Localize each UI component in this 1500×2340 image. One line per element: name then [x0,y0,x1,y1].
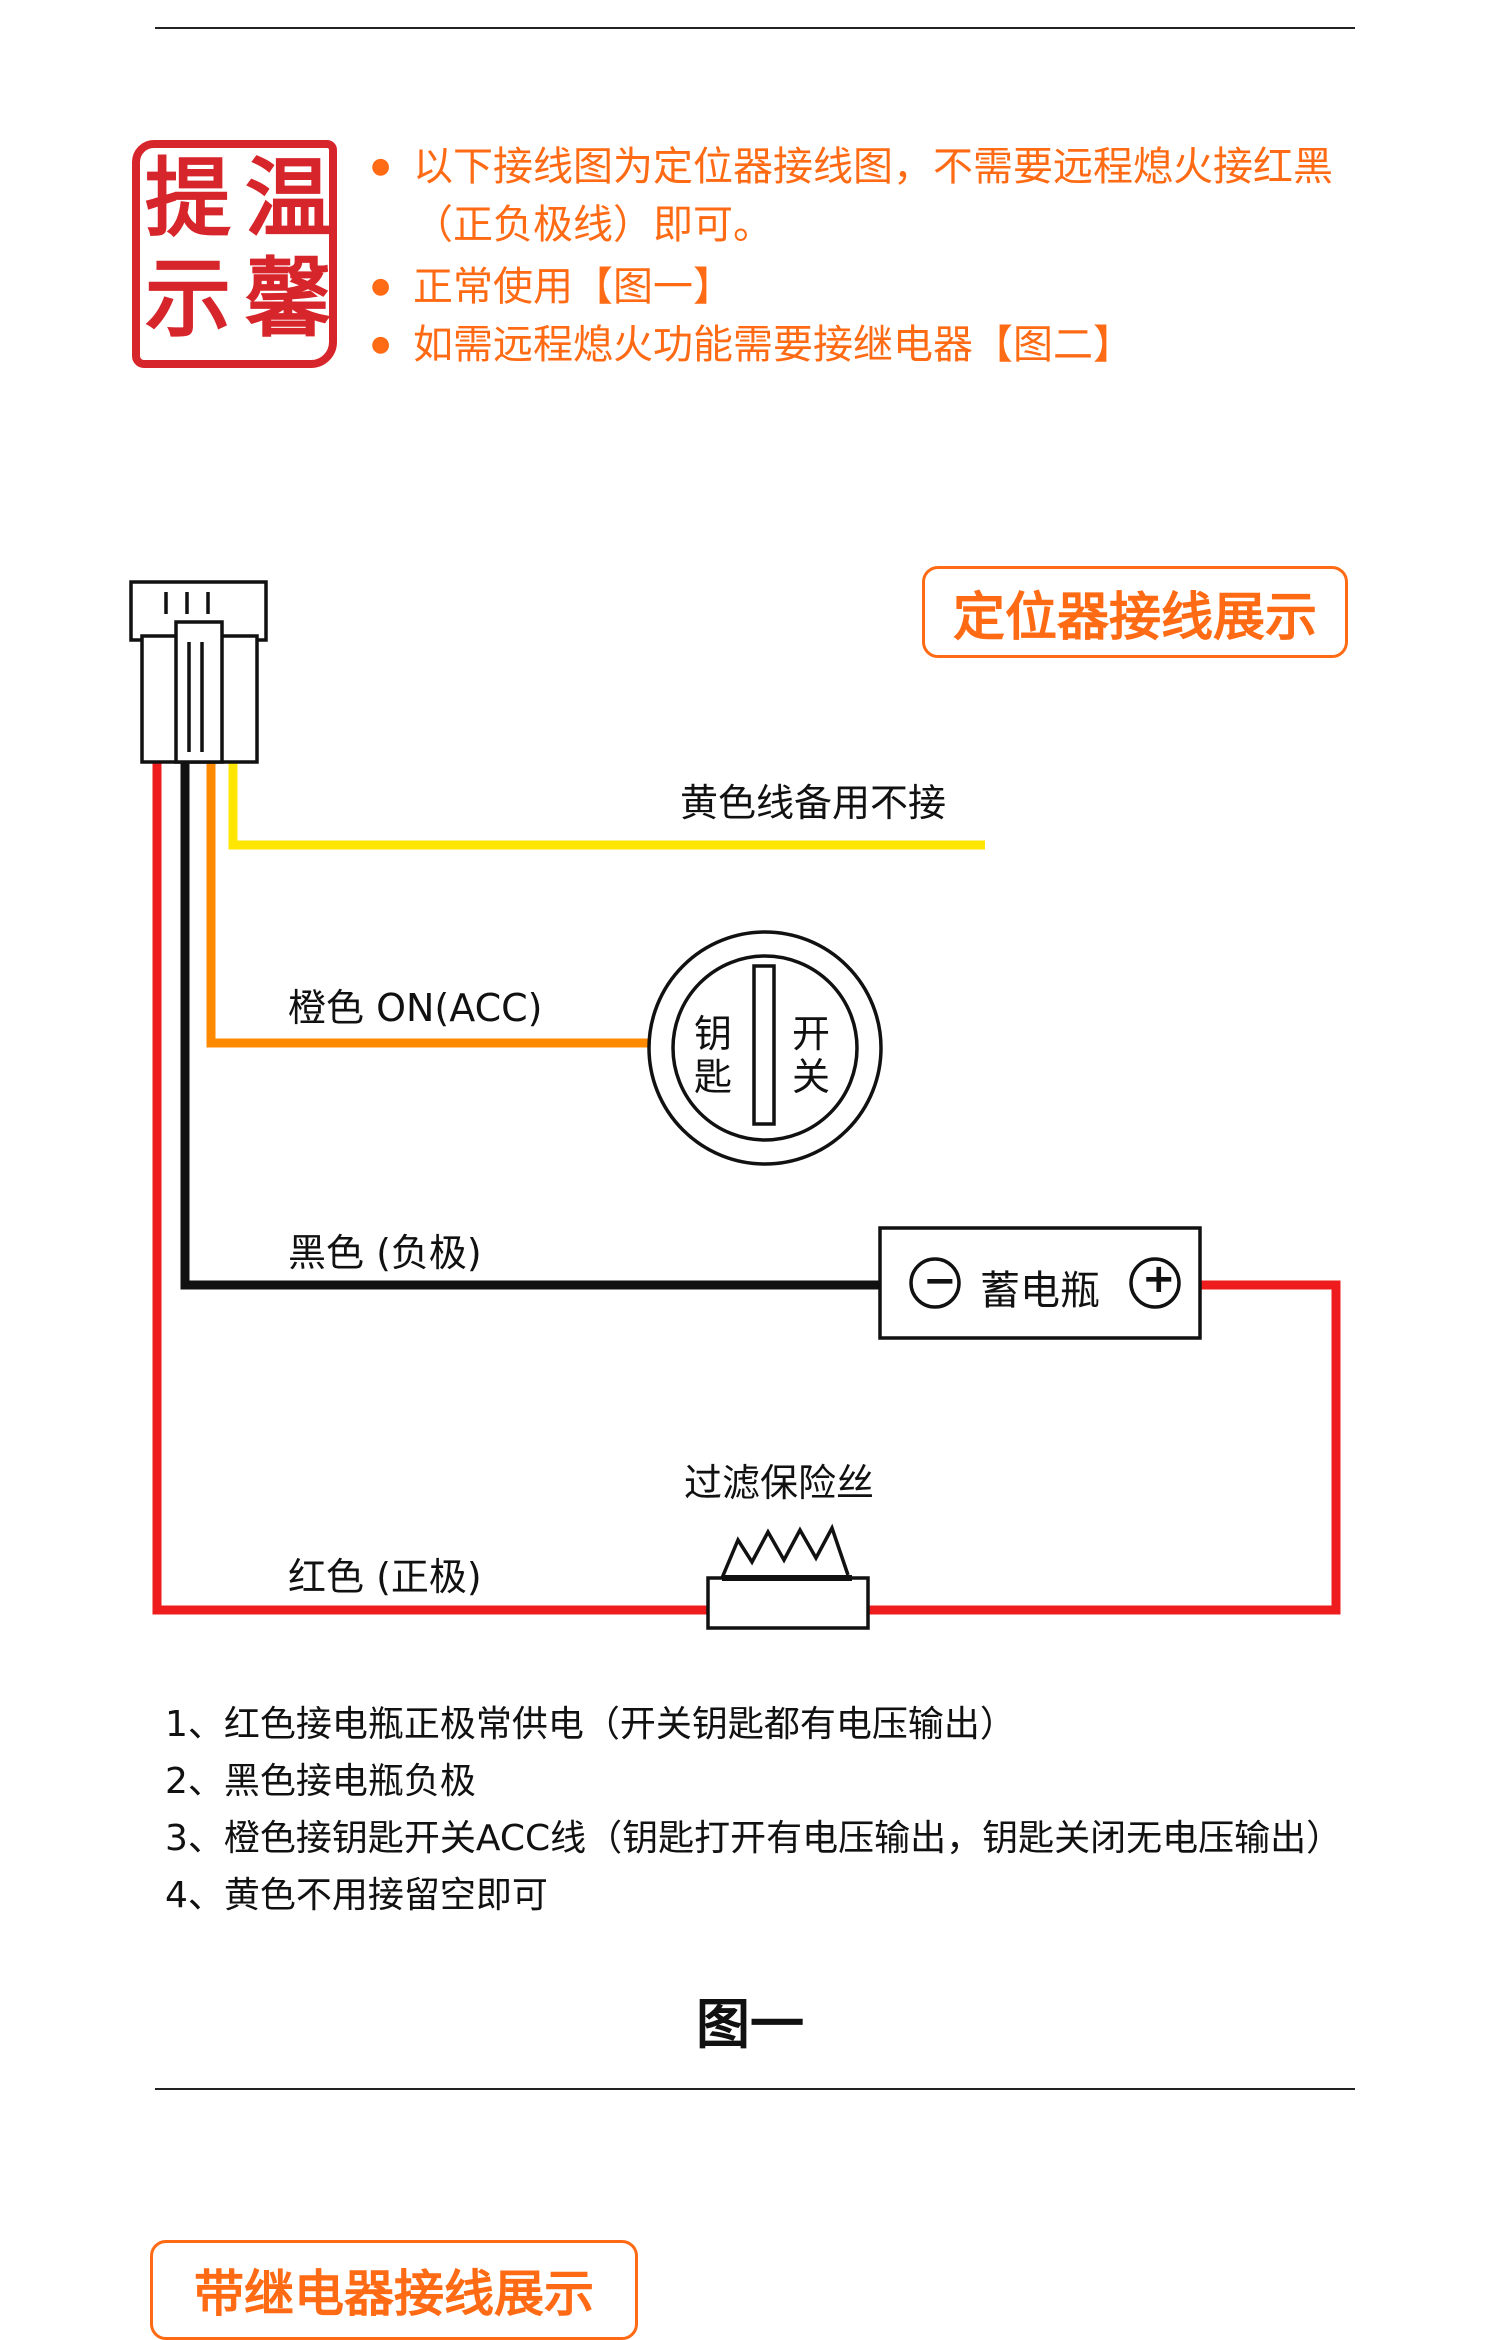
orange-wire [206,762,650,1048]
seal-char: 温 [245,148,331,249]
red-wire [152,762,710,1615]
red-wire-label: 红色 (正极) [288,1555,482,1599]
black-wire [180,762,880,1290]
seal-char: 提 [145,148,231,249]
note-item: 4、黄色不用接留空即可 [165,1875,548,1916]
tip-item: 以下接线图为定位器接线图，不需要远程熄火接红黑（正负极线）即可。 [365,138,1375,254]
battery-minus-label: − [923,1258,957,1304]
key-char: 钥 [694,1012,733,1056]
key-switch-icon [647,930,883,1166]
seal-char: 馨 [245,248,331,349]
note-item: 1、红色接电瓶正极常供电（开关钥匙都有电压输出） [165,1704,1016,1745]
tip-item: 如需远程熄火功能需要接继电器【图二】 [365,316,1375,374]
battery-label: 蓄电瓶 [980,1268,1100,1314]
red-wire-battery [868,1280,1341,1615]
black-wire-label: 黑色 (负极) [288,1231,482,1275]
yellow-wire-label: 黄色线备用不接 [680,781,947,825]
diagram-title-badge: 定位器接线展示 [922,566,1348,658]
fuse-label: 过滤保险丝 [684,1461,875,1505]
seal-char: 示 [145,248,231,349]
relay-section-badge: 带继电器接线展示 [150,2240,638,2340]
wiring-diagram [129,580,1341,1630]
note-item: 2、黑色接电瓶负极 [165,1761,476,1802]
note-item: 3、橙色接钥匙开关ACC线（钥匙打开有电压输出，钥匙关闭无电压输出） [165,1818,1343,1859]
top-divider [155,27,1355,29]
bottom-divider [155,2088,1355,2090]
figure-caption: 图一 [696,1993,804,2056]
connector-plug [129,580,268,764]
orange-wire-label: 橙色 ON(ACC) [288,986,543,1030]
switch-char: 开 [792,1012,831,1056]
battery-box [878,1226,1202,1340]
switch-char: 关 [792,1055,831,1099]
yellow-wire [228,762,985,850]
battery-plus-label: + [1142,1256,1176,1302]
fuse-icon [706,1523,870,1630]
tips-list: 以下接线图为定位器接线图，不需要远程熄火接红黑（正负极线）即可。 正常使用【图一… [365,138,1375,374]
tip-item: 正常使用【图一】 [365,258,1375,316]
key-char: 匙 [694,1055,733,1099]
warm-tip-seal: 温 馨 提 示 [132,140,337,368]
